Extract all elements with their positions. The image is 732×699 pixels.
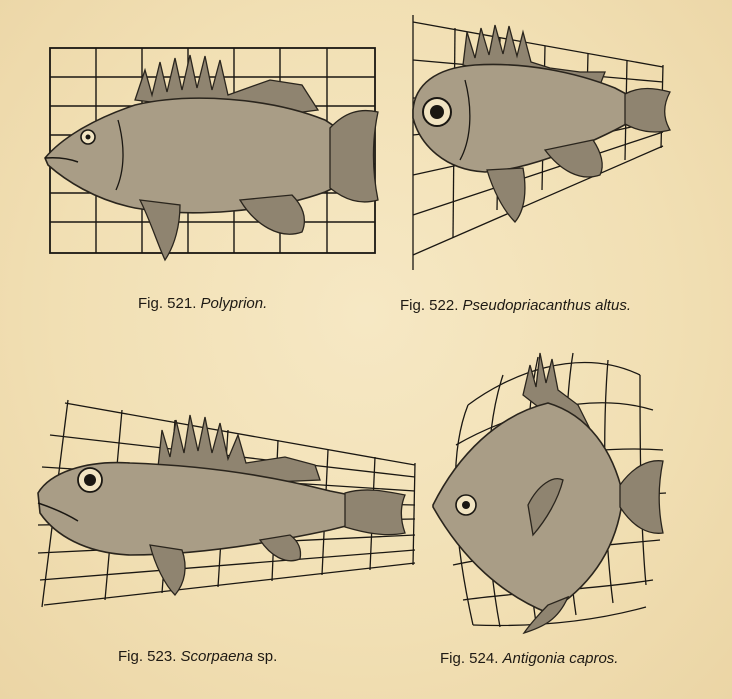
caption-fig-521: Fig. 521. Polyprion. xyxy=(138,295,267,312)
caption-number: Fig. 523. xyxy=(118,648,176,665)
caption-number: Fig. 521. xyxy=(138,295,196,312)
caption-species: Pseudopriacanthus altus. xyxy=(463,297,631,314)
caption-suffix: sp. xyxy=(253,648,277,665)
caption-number: Fig. 524. xyxy=(440,650,498,667)
pseudopriacanthus-grid-drawing xyxy=(405,10,675,275)
figure-521-polyprion xyxy=(40,40,385,270)
antigonia-grid-drawing xyxy=(428,335,673,635)
figure-524-antigonia xyxy=(428,335,673,635)
caption-species: Antigonia capros. xyxy=(503,650,619,667)
caption-number: Fig. 522. xyxy=(400,297,458,314)
polyprion-grid-drawing xyxy=(40,40,385,270)
caption-species: Scorpaena xyxy=(181,648,254,665)
caption-fig-522: Fig. 522. Pseudopriacanthus altus. xyxy=(400,297,631,314)
caption-fig-524: Fig. 524. Antigonia capros. xyxy=(440,650,618,667)
scorpaena-grid-drawing xyxy=(30,395,425,625)
figure-523-scorpaena xyxy=(30,395,425,625)
caption-species: Polyprion. xyxy=(201,295,268,312)
figure-522-pseudopriacanthus xyxy=(405,10,675,275)
caption-fig-523: Fig. 523. Scorpaena sp. xyxy=(118,648,277,665)
